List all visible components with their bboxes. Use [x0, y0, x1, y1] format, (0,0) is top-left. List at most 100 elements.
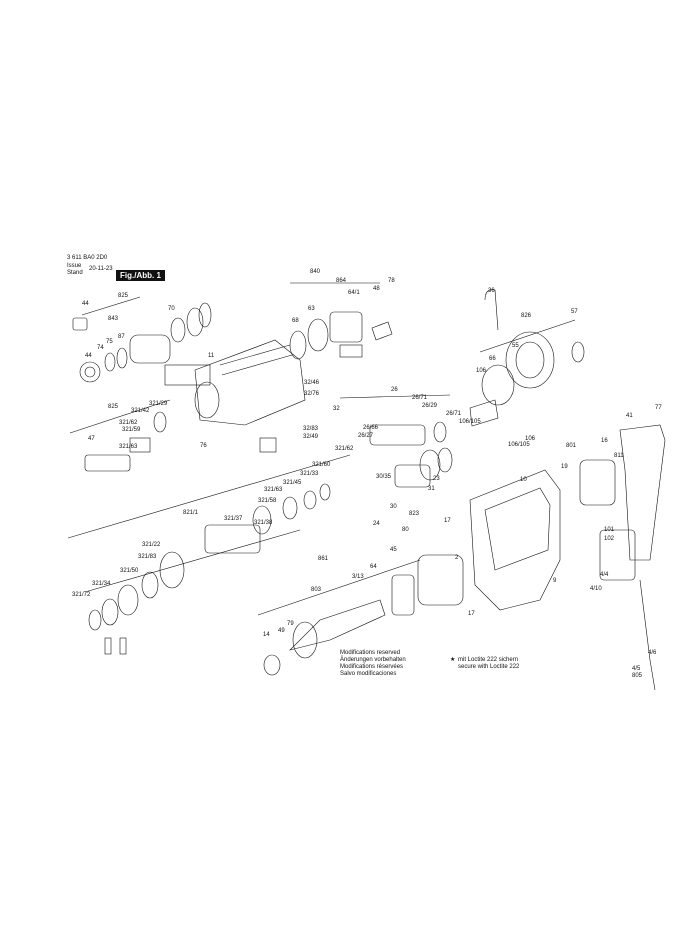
power-cord: [639, 579, 656, 691]
part-number-label: 321/50: [120, 568, 139, 574]
rear-handle: [619, 424, 666, 561]
part-number-label: 23: [433, 476, 440, 482]
part-number-label: 9: [553, 578, 557, 584]
label-frame: [164, 364, 211, 386]
part-number-label: 70: [168, 306, 175, 312]
part-number-label: 74: [97, 345, 104, 351]
part-number-label: 32/83: [303, 426, 319, 432]
part-number-label: 321/58: [258, 498, 277, 504]
part-number-label: 2: [455, 555, 459, 561]
part-number-label: 106: [525, 436, 536, 442]
loctite-line-2: secure with Loctite 222: [458, 664, 520, 670]
part-number-label: 843: [108, 316, 119, 322]
shaft-part: [369, 424, 426, 446]
part-number-label: 801: [566, 443, 577, 449]
spindle-part: [129, 437, 151, 453]
guide-line: [339, 394, 451, 399]
armature: [289, 599, 386, 651]
part-number-label: 19: [561, 464, 568, 470]
part-number-label: 55: [512, 343, 519, 349]
washer: [153, 411, 167, 433]
washer: [116, 347, 128, 369]
part-number-label: 68: [292, 318, 299, 324]
spring-part: [469, 399, 499, 427]
stator: [417, 554, 464, 606]
part-number-label: 63: [308, 306, 315, 312]
spring-part: [339, 344, 363, 358]
part-number-label: 26/29: [422, 403, 438, 409]
part-number-label: 321/29: [149, 401, 168, 407]
modifications-line-3: Modifications réservées: [340, 664, 404, 670]
part-number-label: 805: [632, 673, 643, 679]
o-ring: [198, 302, 212, 328]
housing-bore: [194, 381, 220, 419]
part-number-label: 826: [521, 313, 532, 319]
brush-part: [259, 437, 277, 453]
part-number-label: 44: [85, 353, 92, 359]
brush-part: [119, 637, 127, 655]
gear-ring: [481, 364, 515, 406]
part-number-label: 64: [370, 564, 377, 570]
part-number-label: 10: [520, 477, 527, 483]
part-number-label: 4/4: [600, 572, 609, 578]
part-number-label: 11: [208, 353, 215, 359]
spindle-part: [84, 454, 131, 472]
part-number-label: 76: [200, 443, 207, 449]
part-number-label: 48: [373, 286, 380, 292]
gear-ring: [159, 551, 185, 589]
gear: [437, 447, 453, 473]
bearing-block: [394, 464, 431, 488]
washer: [282, 496, 298, 520]
o-ring: [117, 584, 139, 616]
guide-line: [81, 296, 141, 316]
part-number-label: 57: [571, 309, 578, 315]
housing-rib: [219, 344, 291, 366]
part-number-label: 823: [409, 511, 420, 517]
part-number-label: 32: [333, 406, 340, 412]
part-number-label: 87: [118, 334, 125, 340]
part-number-label: 321/38: [254, 520, 273, 526]
part-number-label: 24: [373, 521, 380, 527]
part-number-label: 106/105: [508, 442, 530, 448]
part-number-label: 45: [390, 547, 397, 553]
part-number-label: 49: [278, 628, 285, 634]
brush-holder: [579, 459, 616, 506]
modifications-line-4: Salvo modificaciones: [340, 671, 397, 677]
stand-label: Stand: [67, 270, 83, 276]
part-number-label: 26/66: [363, 425, 379, 431]
modifications-line-2: Änderungen vorbehalten: [340, 657, 406, 663]
part-number-label: 321/63: [264, 487, 283, 493]
part-number-label: 31: [428, 486, 435, 492]
part-number-label: 321/62: [335, 446, 354, 452]
issue-label: Issue: [67, 263, 82, 269]
part-number-label: 321/59: [122, 427, 141, 433]
guide-line: [69, 399, 171, 434]
part-number-label: 321/45: [283, 480, 302, 486]
part-number-label: 47: [88, 436, 95, 442]
o-ring: [88, 609, 102, 631]
part-number-label: 4/10: [590, 586, 602, 592]
hook-part: [484, 289, 499, 331]
figure-badge: Fig./Abb. 1: [116, 270, 165, 281]
issue-date: 20-11-23: [89, 266, 113, 272]
tool-holder: [129, 334, 171, 364]
part-number-label: 321/72: [72, 592, 91, 598]
housing-rib: [221, 354, 293, 376]
guide-line: [67, 454, 351, 539]
part-number-label: 861: [318, 556, 329, 562]
fan-baffle: [391, 574, 415, 616]
part-number-label: 75: [106, 339, 113, 345]
part-number-label: 16: [601, 438, 608, 444]
o-ring: [170, 317, 186, 343]
o-ring: [141, 571, 159, 599]
part-number-label: 32/76: [304, 391, 320, 397]
part-number-label: 321/62: [119, 420, 138, 426]
part-number-label: 825: [118, 293, 129, 299]
clutch-housing: [505, 331, 555, 389]
part-number-label: 821/1: [183, 510, 199, 516]
o-ring: [101, 598, 119, 626]
part-number-label: 26/27: [358, 433, 374, 439]
guide-line: [479, 319, 576, 353]
loctite-star-icon: ★: [450, 657, 456, 663]
